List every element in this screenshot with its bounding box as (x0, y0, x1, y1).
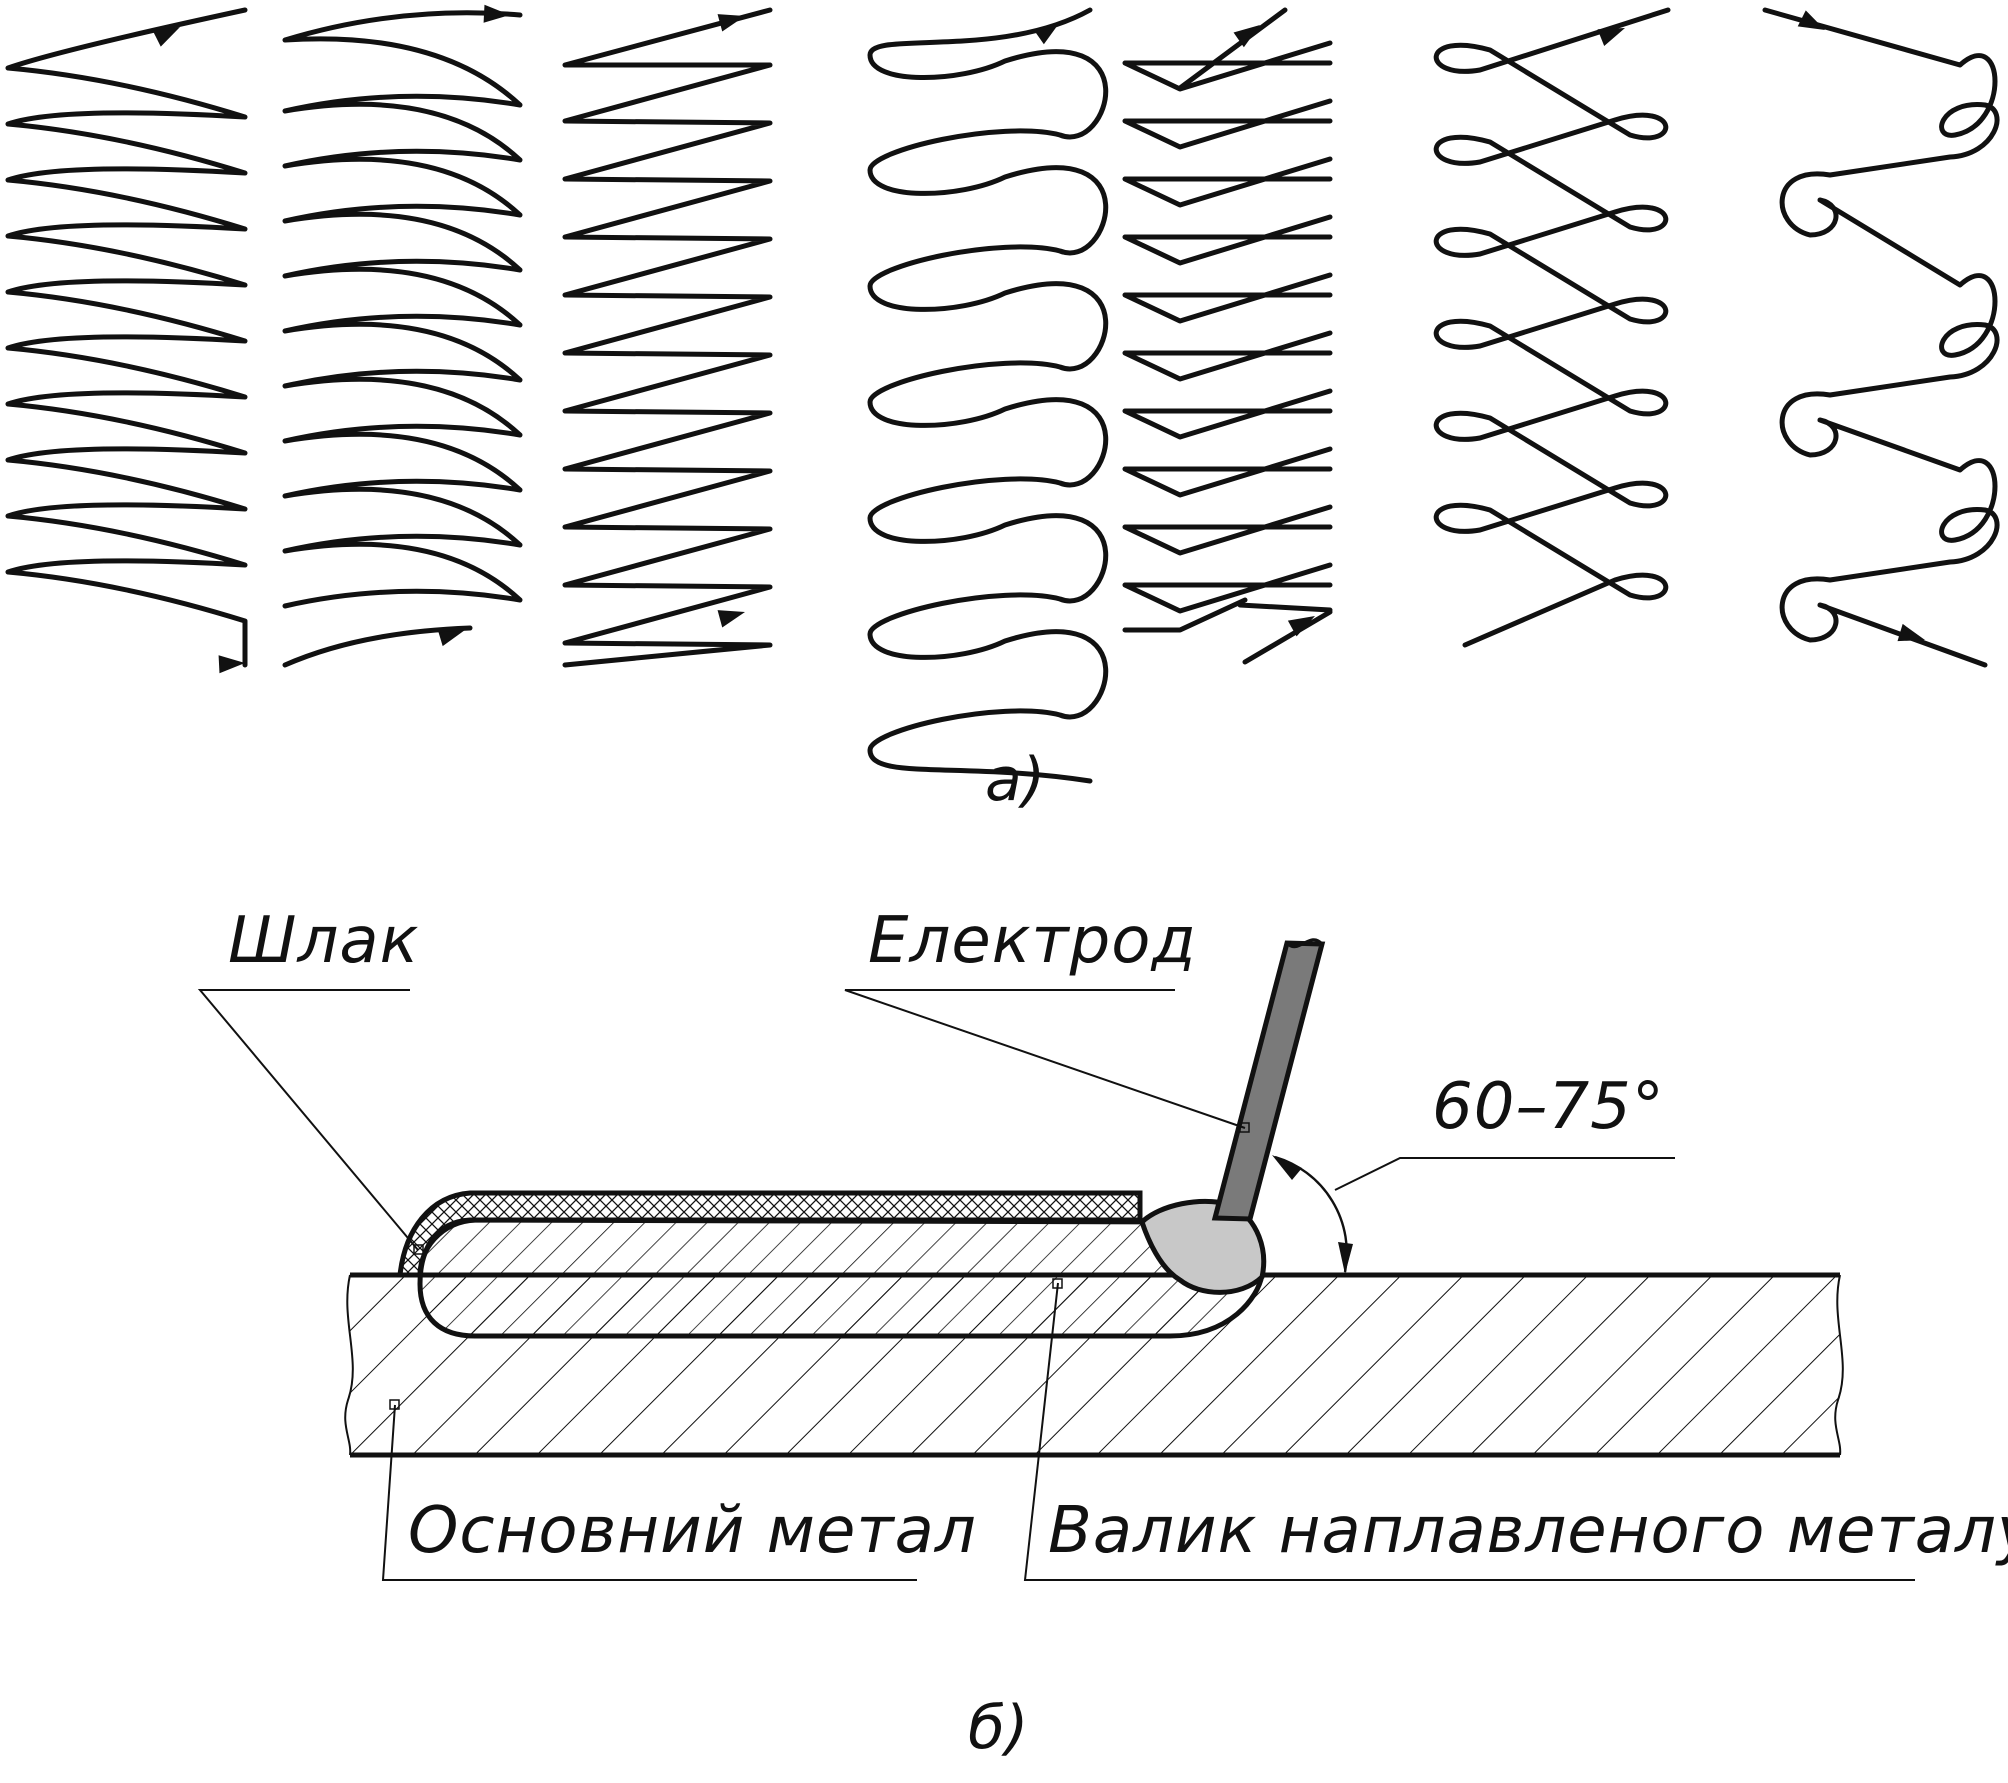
triangles-tri-3 (1122, 214, 1333, 266)
caption-a: а) (985, 745, 1045, 815)
label-angle: 60–75° (1432, 1070, 1665, 1144)
triangles-tri-5 (1122, 330, 1333, 382)
triangles-tri-4 (1122, 272, 1333, 324)
triangles-tail-top (1177, 7, 1288, 91)
marker-base-metal (389, 1399, 400, 1410)
crescents-path (282, 10, 523, 609)
loops-path (867, 7, 1109, 784)
label-slag: Шлак (228, 904, 419, 978)
leader-base-metal (381, 1404, 917, 1581)
figure-eight-loops-path (1762, 7, 2000, 668)
plate-right-break (1834, 1274, 1844, 1456)
angle-arrow-top (1272, 1155, 1302, 1180)
angle-arrow-bottom (1338, 1242, 1353, 1274)
weld-bead (417, 1217, 1265, 1339)
triangles-arrow-top (1233, 25, 1260, 48)
sharp-zigzag-path (562, 7, 773, 668)
leader-slag (197, 989, 419, 1251)
electrode-motion-patterns (5, 4, 2000, 784)
triangles-tri-6 (1122, 388, 1333, 440)
label-weld-bead: Валик наплавленого металу (1048, 1494, 2008, 1568)
figure-eight-loops-arrow-top (1797, 10, 1825, 31)
marker-weld-bead (1052, 1278, 1063, 1289)
marker-slag (413, 1244, 424, 1255)
label-base-metal: Основний метал (408, 1494, 977, 1568)
angle-arc (1274, 1155, 1348, 1273)
electrode (1211, 940, 1326, 1222)
triangles-tri-2 (1122, 156, 1333, 208)
figure-eight-arrow-top (1597, 28, 1625, 47)
triangles-tri-9 (1122, 562, 1333, 614)
zigzag-arcs-arrow-bottom (218, 655, 245, 674)
sharp-zigzag-arrow-bottom (717, 610, 745, 628)
crescents-tail (282, 625, 473, 668)
triangles-tail-bottom (1122, 597, 1333, 665)
caption-b: б) (968, 1693, 1028, 1763)
label-electrode: Електрод (868, 904, 1197, 978)
figure-eight-loops-arrow-bottom (1897, 623, 1925, 642)
crescents-arrow-top (483, 4, 510, 23)
zigzag-arcs-arrow-top (152, 27, 180, 47)
zigzag-arcs-path (5, 7, 248, 668)
leader-electrode (844, 989, 1246, 1129)
figure-eight-path (1433, 7, 1671, 648)
bead-cross-section: Шлак Електрод 60–75° Основний метал Вали… (197, 904, 2008, 1581)
sharp-zigzag-arrow-top (717, 14, 745, 32)
leader-angle (1334, 1157, 1675, 1191)
crescents-arrow-bottom (437, 628, 465, 647)
triangles-tri-7 (1122, 446, 1333, 498)
triangles-tri-8 (1122, 504, 1333, 556)
plate-left-break (344, 1274, 354, 1456)
electrode-break (1285, 938, 1324, 949)
leader-weld-bead (1023, 1282, 1915, 1581)
marker-electrode (1239, 1122, 1250, 1133)
triangles-arrow-bottom (1287, 616, 1315, 637)
loops-arrow-top (1033, 22, 1060, 45)
molten-pool (1139, 1198, 1267, 1295)
triangles-tri-1 (1122, 98, 1333, 150)
